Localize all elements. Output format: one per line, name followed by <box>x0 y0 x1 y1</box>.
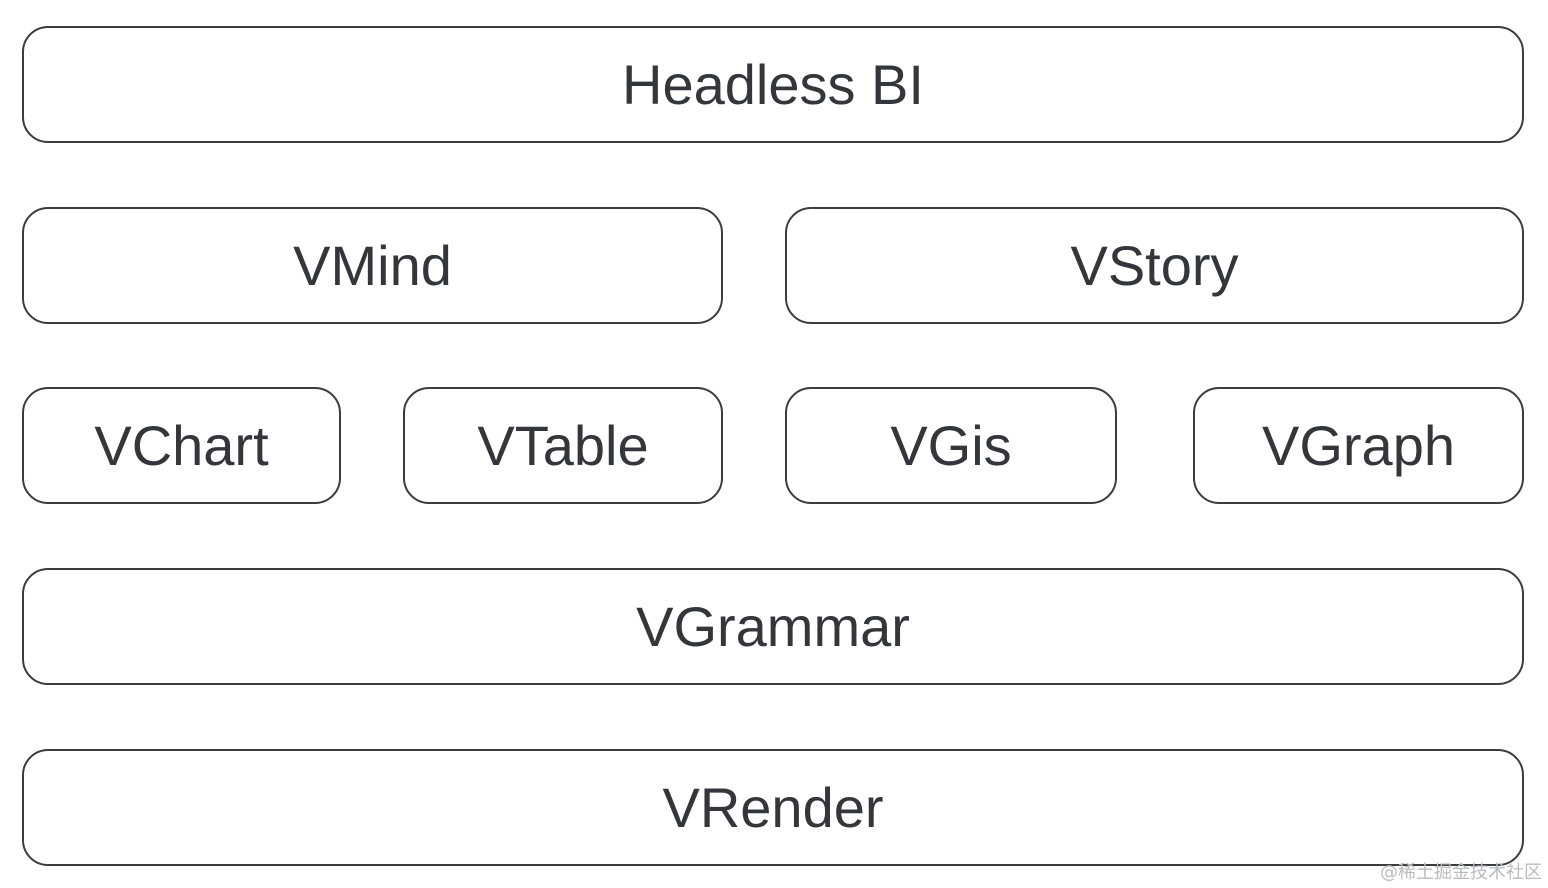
layer-box-vmind: VMind <box>22 207 723 324</box>
layer-label: VStory <box>1070 233 1239 297</box>
layer-box-vstory: VStory <box>785 207 1524 324</box>
layer-box-vchart: VChart <box>22 387 341 504</box>
layer-box-vgrammar: VGrammar <box>22 568 1524 685</box>
layer-label: VRender <box>662 775 884 839</box>
layer-box-vgraph: VGraph <box>1193 387 1524 504</box>
layer-label: VGraph <box>1262 413 1455 477</box>
layer-label: VTable <box>477 413 649 477</box>
layer-label: VGis <box>890 413 1012 477</box>
layer-label: VChart <box>94 413 269 477</box>
layer-label: Headless BI <box>622 52 924 116</box>
watermark-text: @稀土掘金技术社区 <box>1380 862 1542 883</box>
layer-label: VMind <box>293 233 452 297</box>
layer-box-headless-bi: Headless BI <box>22 26 1524 143</box>
layer-box-vtable: VTable <box>403 387 723 504</box>
layer-label: VGrammar <box>636 594 910 658</box>
layer-box-vrender: VRender <box>22 749 1524 866</box>
layer-box-vgis: VGis <box>785 387 1117 504</box>
